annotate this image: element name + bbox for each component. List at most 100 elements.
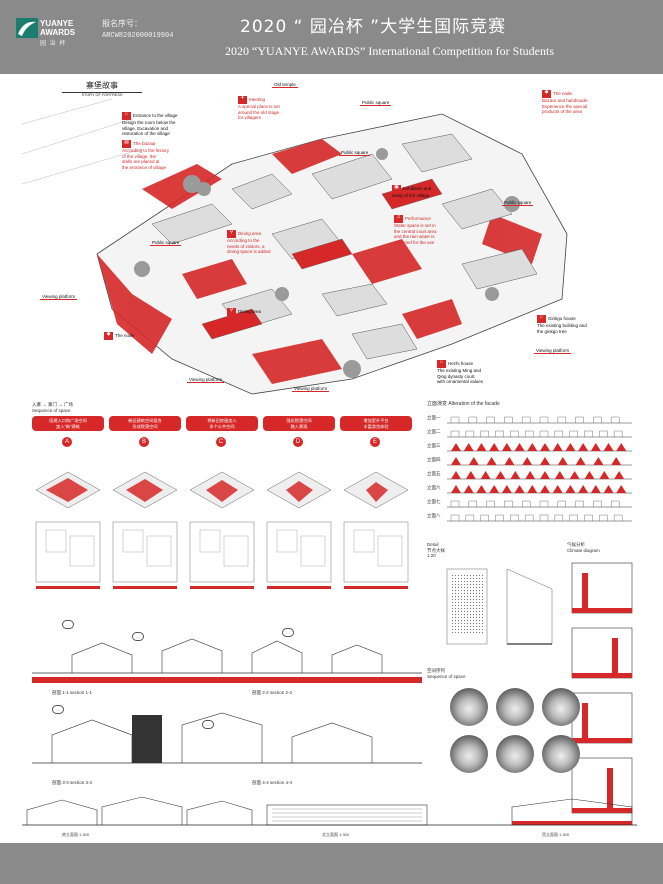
sequence-step-label: 增加室外平台 丰富游览体验 [340, 416, 412, 431]
section-label-2: 剖面 2-2 section 2-2 [252, 690, 293, 695]
node-icon: ◆ [104, 331, 113, 340]
climate-subtitle: Climate diagram [567, 547, 600, 553]
sequence-step-label: 新旧建筑空间组合 形成院落空间 [109, 416, 181, 431]
facade-row-label: 立面五 [427, 471, 441, 476]
facade-row-label: 立面二 [427, 429, 441, 434]
photo-6 [542, 735, 580, 773]
detail-subtitle: 节点大样 [427, 547, 445, 553]
sequence-step-badge: C [216, 437, 226, 447]
facade-study: 立面演变 Alteration of the facade 立面一立面二立面三立… [427, 401, 632, 532]
speech-bubble-4: … [52, 705, 64, 714]
elevation-label-2: 北立面图 1:300 [322, 832, 350, 837]
sequence-step-drawing [343, 471, 409, 589]
section-drawing-bottom [32, 712, 422, 764]
facade-row-drawing [447, 471, 632, 480]
logo: YUANYE AWARDS 园 冶 杯 [16, 18, 88, 64]
facade-row-label: 立面三 [427, 443, 441, 448]
speech-bubble-2: … [132, 632, 144, 641]
exhibition-icon: ▣ [392, 184, 401, 193]
callout-viewing-1: Viewing platform [40, 294, 78, 300]
sequence-step-badge: A [62, 437, 72, 447]
facade-row: 立面三 [427, 440, 632, 452]
callout-node: ◆The node [104, 331, 154, 340]
sequence-step-label: 将新旧房屋加入 多个公共空间 [186, 416, 258, 431]
callout-public-square-4: Public square [150, 240, 182, 246]
sequence-step-drawing [112, 471, 178, 589]
header-bar: YUANYE AWARDS 园 冶 杯 报名序号： ARCW8202000019… [0, 0, 663, 74]
speech-bubble-5: … [202, 720, 214, 729]
facade-row-drawing [447, 485, 632, 494]
photo-4 [450, 735, 488, 773]
section-label-3: 剖面 3-3 section 3-3 [52, 780, 93, 785]
logo-mark-icon [16, 18, 38, 38]
facade-row: 立面五 [427, 468, 632, 480]
facade-row: 立面二 [427, 426, 632, 438]
climate-drawings [571, 562, 633, 814]
logo-name: YUANYE AWARDS [40, 19, 76, 37]
facade-row: 立面七 [427, 496, 632, 508]
section-drawing-top [32, 638, 422, 683]
facade-row-label: 立面一 [427, 415, 441, 420]
facade-study-title: 立面演变 Alteration of the facade [427, 401, 500, 407]
speech-bubble-1: … [62, 620, 74, 629]
sequence-step-e: 增加室外平台 丰富游览体验 E [340, 416, 412, 616]
callout-public-square-2: Public square [339, 150, 371, 156]
sequence-step-badge: E [370, 437, 380, 447]
sequence-intro: 入寨 → 寨门 → 广场 Sequence of space [32, 402, 74, 413]
callout-old-temple: Old temple [272, 82, 298, 88]
photo-2 [496, 688, 534, 726]
elevations-strip [22, 796, 637, 826]
story-title: 寨堡故事 STORY OF FORTRESS [62, 80, 142, 97]
dining-icon: ⚲ [227, 307, 236, 316]
photo-sequence: 空间序列 Sequence of space [427, 668, 567, 838]
shop-icon: ▤ [122, 139, 131, 148]
detail-panel: Detail 节点大样 1:20 [427, 542, 557, 662]
story-title-cn: 寨堡故事 [86, 81, 118, 90]
detail-scale: 1:20 [427, 553, 436, 558]
callout-node-bazaar: ◆The node Bazaar and handmade Experience… [542, 89, 588, 115]
callout-viewing-3: Viewing platform [292, 386, 330, 392]
house-icon: ⌂ [537, 314, 546, 323]
facade-row-drawing [447, 416, 632, 424]
callout-entrance: ⌂Entrance to the village Design the room… [122, 111, 178, 137]
facade-row-drawing [447, 443, 632, 452]
elevation-label-1: 南立面图 1:300 [62, 832, 90, 837]
photo-sequence-subtitle: Sequence of space [427, 673, 466, 679]
sequence-step-badge: B [139, 437, 149, 447]
gate-icon: ⌂ [122, 111, 131, 120]
callout-bazaar: ▤The bazaar According to the history of … [122, 139, 170, 170]
story-title-en: STORY OF FORTRESS [62, 92, 142, 97]
sequence-step-drawing [35, 471, 101, 589]
sequence-step-label: 强化院落空间 融入景观 [263, 416, 335, 431]
sequence-step-label: 搭建入口和广场空间 加入“新”建筑 [32, 416, 104, 431]
facade-row-drawing [447, 500, 632, 508]
callout-meeting: ✦Meeting A special place is set around t… [238, 95, 280, 121]
facade-row: 立面八 [427, 510, 632, 522]
facade-row-label: 立面七 [427, 499, 441, 504]
callout-hezhi-house: ⌂Hezhi house The existing Ming and Qing … [437, 359, 484, 385]
callout-viewing-2: Viewing platform [187, 377, 225, 383]
elevation-label-3: 西立面图 1:300 [542, 832, 570, 837]
sequence-step-d: 强化院落空间 融入景观 D [263, 416, 335, 616]
title-cn: 2020 “ 园冶杯 ”大学生国际竞赛 [240, 17, 507, 37]
meeting-icon: ✦ [238, 95, 247, 104]
speech-bubble-3: … [282, 628, 294, 637]
facade-row-label: 立面四 [427, 457, 441, 462]
climate-panel: 气候分析 Climate diagram [567, 542, 637, 832]
facade-row: 立面一 [427, 412, 632, 424]
facade-row-label: 立面六 [427, 485, 441, 490]
photo-3 [542, 688, 580, 726]
sequence-step-c: 将新旧房屋加入 多个公共空间 C [186, 416, 258, 616]
photo-1 [450, 688, 488, 726]
site-axonometric [22, 98, 568, 395]
section-label-4: 剖面 4-4 section 4-4 [252, 780, 293, 785]
logo-cn: 园 冶 杯 [40, 41, 67, 47]
callout-performance: ♫Performance Water space is set in the c… [394, 214, 437, 245]
facade-row: 立面四 [427, 454, 632, 466]
callout-ginkgo-house: ⌂Ginkgo house The existing building and … [537, 314, 587, 334]
callout-dining-1: ⚲Dining area According to the needs of v… [227, 229, 271, 255]
sequence-step-badge: D [293, 437, 303, 447]
sequence-step-a: 搭建入口和广场空间 加入“新”建筑 A [32, 416, 104, 616]
detail-title: Detail [427, 542, 439, 547]
poster-body: 寨堡故事 STORY OF FORTRESS [22, 80, 637, 840]
